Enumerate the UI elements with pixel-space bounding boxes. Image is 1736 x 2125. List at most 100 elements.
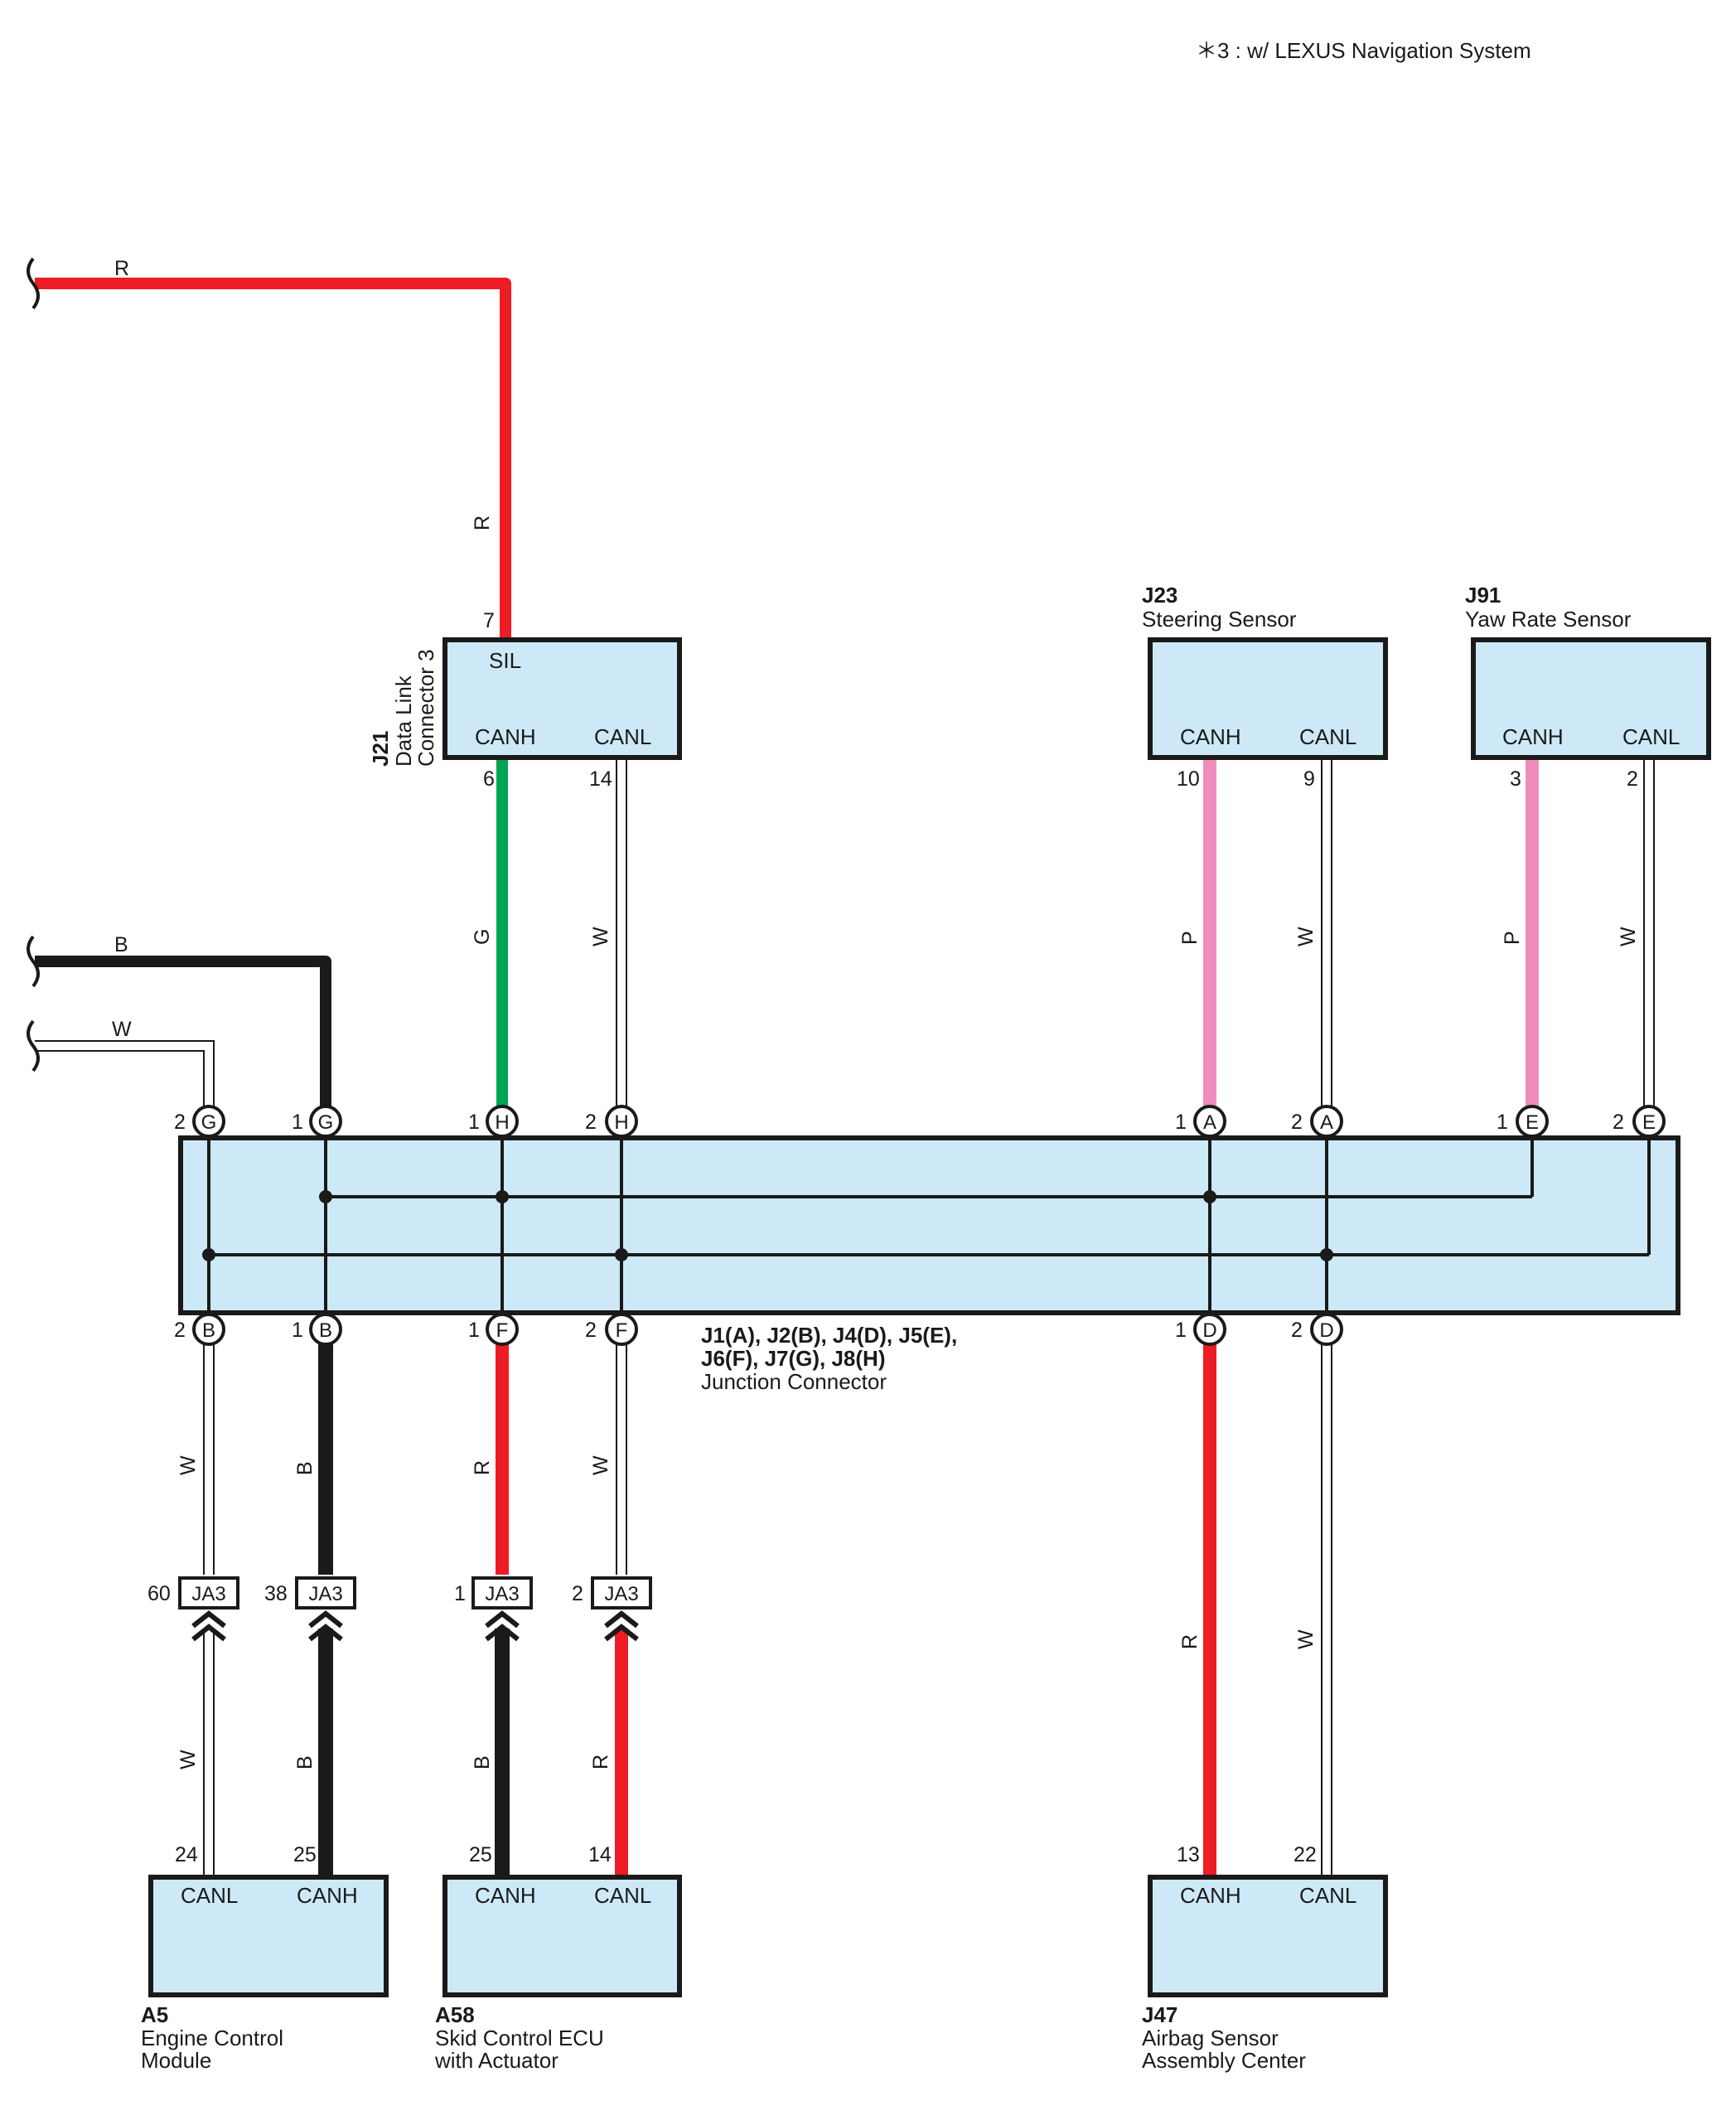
wire-color-label: B (293, 1755, 317, 1769)
splice-dot (496, 1190, 509, 1203)
wire-color-label: W (589, 927, 612, 946)
wire-color-label: W (177, 1455, 200, 1475)
pin-number: 1 (292, 1111, 303, 1134)
j21-name-1: Data Link (391, 675, 416, 767)
pin-number: 24 (175, 1843, 198, 1866)
junction-pin-h1: H 1 (468, 1105, 519, 1138)
ja3-block-1: JA3 1 (454, 1576, 533, 1642)
pin-number: 14 (588, 1843, 612, 1866)
junction-pin-d1: D 1 (1175, 1313, 1226, 1346)
j21-label: J21 Data Link Connector 3 (368, 649, 438, 767)
a58-code: A58 (435, 2002, 475, 2027)
j21-pin-canl: CANL (594, 724, 651, 749)
wire-color-label: P (1501, 931, 1524, 945)
a5-pin-canh: CANH (297, 1883, 358, 1908)
ja3-label: JA3 (604, 1583, 638, 1605)
j47-name-1: Airbag Sensor (1142, 2026, 1279, 2050)
wire-break-w (27, 1019, 40, 1072)
ja3-block-2: JA3 2 (572, 1576, 652, 1642)
junction-pin-h2: H 2 (585, 1105, 638, 1138)
pin-number: 25 (469, 1843, 492, 1866)
pin-number: 2 (1291, 1111, 1303, 1134)
junction-pin-e1: E 1 (1497, 1105, 1549, 1138)
pin-number: 13 (1177, 1843, 1200, 1866)
junction-label-line1: J1(A), J2(B), J4(D), J5(E), (701, 1323, 957, 1348)
pin-number: 2 (1627, 767, 1638, 791)
wire-color-label: W (1294, 927, 1318, 946)
j23-box (1148, 637, 1388, 760)
junction-letter: F (616, 1319, 628, 1342)
junction-letter: H (614, 1111, 628, 1134)
j47-name-2: Assembly Center (1142, 2048, 1306, 2073)
wire-color-label: B (293, 1461, 317, 1475)
j47-pin-canh: CANH (1180, 1883, 1241, 1908)
junction-letter: A (1203, 1111, 1216, 1134)
a58-name-1: Skid Control ECU (435, 2026, 604, 2050)
pin-number: 1 (468, 1111, 480, 1134)
pin-number: 3 (1510, 767, 1521, 791)
wire-color-label: W (589, 1455, 612, 1475)
wire-color-label: W (1617, 927, 1640, 946)
junction-pin-g1: G 1 (292, 1105, 342, 1138)
junction-pin-f1: F 1 (468, 1313, 519, 1346)
wire-color-label: B (114, 933, 128, 956)
j21-box (442, 637, 682, 760)
j21-pin-sil: SIL (489, 648, 521, 673)
pin-number: 2 (585, 1319, 597, 1342)
pin-number: 10 (1177, 767, 1200, 791)
junction-letter: F (496, 1319, 509, 1342)
j91-name: Yaw Rate Sensor (1465, 607, 1632, 632)
junction-letter: D (1202, 1319, 1216, 1342)
pin-number: 1 (1175, 1319, 1187, 1342)
ja3-block-38: JA3 38 (264, 1576, 356, 1642)
j23-code: J23 (1142, 583, 1177, 607)
junction-pin-d2: D 2 (1291, 1313, 1343, 1346)
a5-pin-canl: CANL (181, 1883, 238, 1908)
j23-pin-canh: CANH (1180, 724, 1241, 749)
junction-letter: D (1319, 1319, 1333, 1342)
splice-dot (615, 1248, 628, 1261)
junction-pin-g2: G 2 (174, 1105, 225, 1138)
j91-pin-canh: CANH (1502, 724, 1564, 749)
j21-pin-canh: CANH (475, 724, 536, 749)
wire-color-label: R (471, 1460, 494, 1475)
junction-letter: G (201, 1111, 217, 1134)
pin-number: 2 (572, 1582, 583, 1605)
wire-white-g2-outline (35, 1040, 215, 1111)
wire-white-g2-fill (35, 1042, 213, 1111)
pin-number: 1 (1497, 1111, 1508, 1134)
a5-name-2: Module (141, 2048, 211, 2073)
j47-pin-canl: CANL (1299, 1883, 1356, 1908)
splice-dot (319, 1190, 332, 1203)
a58-name-2: with Actuator (434, 2048, 559, 2073)
pin-number: 60 (147, 1582, 171, 1605)
ja3-label: JA3 (485, 1583, 519, 1605)
junction-letter: H (495, 1111, 509, 1134)
junction-pin-a1: A 1 (1175, 1105, 1226, 1138)
j91-code: J91 (1465, 583, 1501, 607)
junction-pin-a2: A 2 (1291, 1105, 1343, 1138)
pin-number: 2 (1613, 1111, 1624, 1134)
ja3-label: JA3 (308, 1583, 342, 1605)
pin-number: 2 (585, 1111, 597, 1134)
junction-label-line2: J6(F), J7(G), J8(H) (701, 1346, 886, 1371)
j91-box (1471, 637, 1711, 760)
j23-name: Steering Sensor (1142, 607, 1297, 632)
ja3-label: JA3 (191, 1583, 225, 1605)
pin-number: 2 (1291, 1319, 1303, 1342)
wire-color-label: R (589, 1755, 612, 1769)
j47-box (1148, 1875, 1388, 1997)
a5-box (148, 1875, 389, 1997)
pin-number: 25 (293, 1843, 317, 1866)
junction-pin-b1: B 1 (292, 1313, 342, 1346)
a58-box (442, 1875, 682, 1997)
splice-dot (1203, 1190, 1216, 1203)
junction-letter: G (318, 1111, 334, 1134)
wire-color-label: R (1178, 1634, 1202, 1649)
wire-black-g1 (35, 956, 331, 1111)
junction-connector-box (178, 1135, 1680, 1315)
a5-name-1: Engine Control (141, 2026, 283, 2050)
pin-number: 1 (454, 1582, 466, 1605)
pin-number: 38 (264, 1582, 288, 1605)
wire-color-label: R (471, 516, 494, 530)
